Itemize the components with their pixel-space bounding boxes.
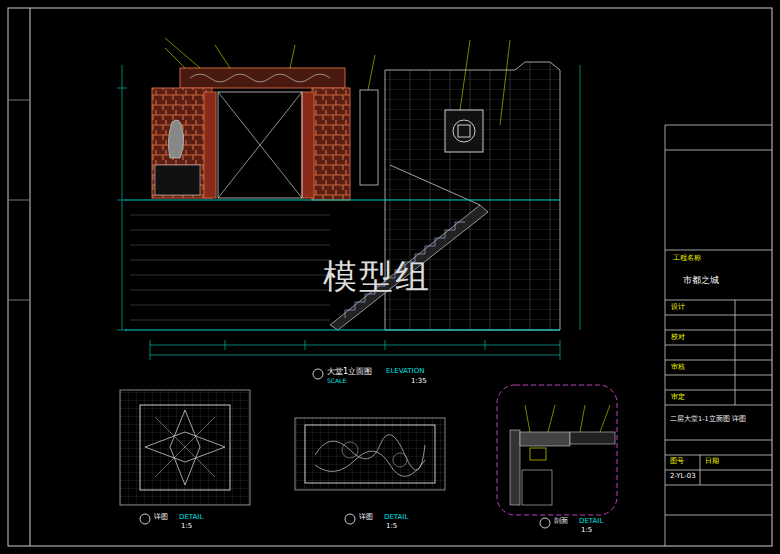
drawing-label: 详图	[153, 514, 169, 522]
drawing-label: 设计	[670, 304, 686, 311]
drawing-label: ELEVATION	[385, 368, 425, 376]
drawing-label: 大堂1立面图	[326, 368, 373, 377]
drawing-label: 图号	[669, 458, 685, 465]
drawing-label: 市都之城	[682, 276, 720, 286]
drawing-label: 1:5	[385, 523, 398, 531]
drawing-label: DETAIL	[383, 514, 409, 522]
drawing-label: 详图	[358, 514, 374, 522]
watermark: 模型组	[322, 258, 432, 295]
drawing-label: 工程名称	[672, 255, 702, 263]
drawing-label: 校对	[670, 334, 686, 341]
drawing-label: 审核	[670, 364, 686, 371]
drawing-label: DETAIL	[578, 518, 604, 526]
drawing-label: 2-YL-03	[669, 473, 697, 481]
drawing-label: SCALE	[326, 378, 347, 385]
drawing-label: 1:5	[580, 527, 593, 535]
drawing-label: 日期	[704, 458, 720, 465]
drawing-label: 1:5	[180, 523, 193, 531]
drawing-label: 剖面	[553, 518, 569, 526]
drawing-label: 审定	[670, 394, 686, 401]
drawing-label: 二层大堂1-1立面图 详图	[669, 416, 747, 423]
drawing-label: DETAIL	[178, 514, 204, 522]
drawing-label: 1:35	[410, 378, 428, 386]
